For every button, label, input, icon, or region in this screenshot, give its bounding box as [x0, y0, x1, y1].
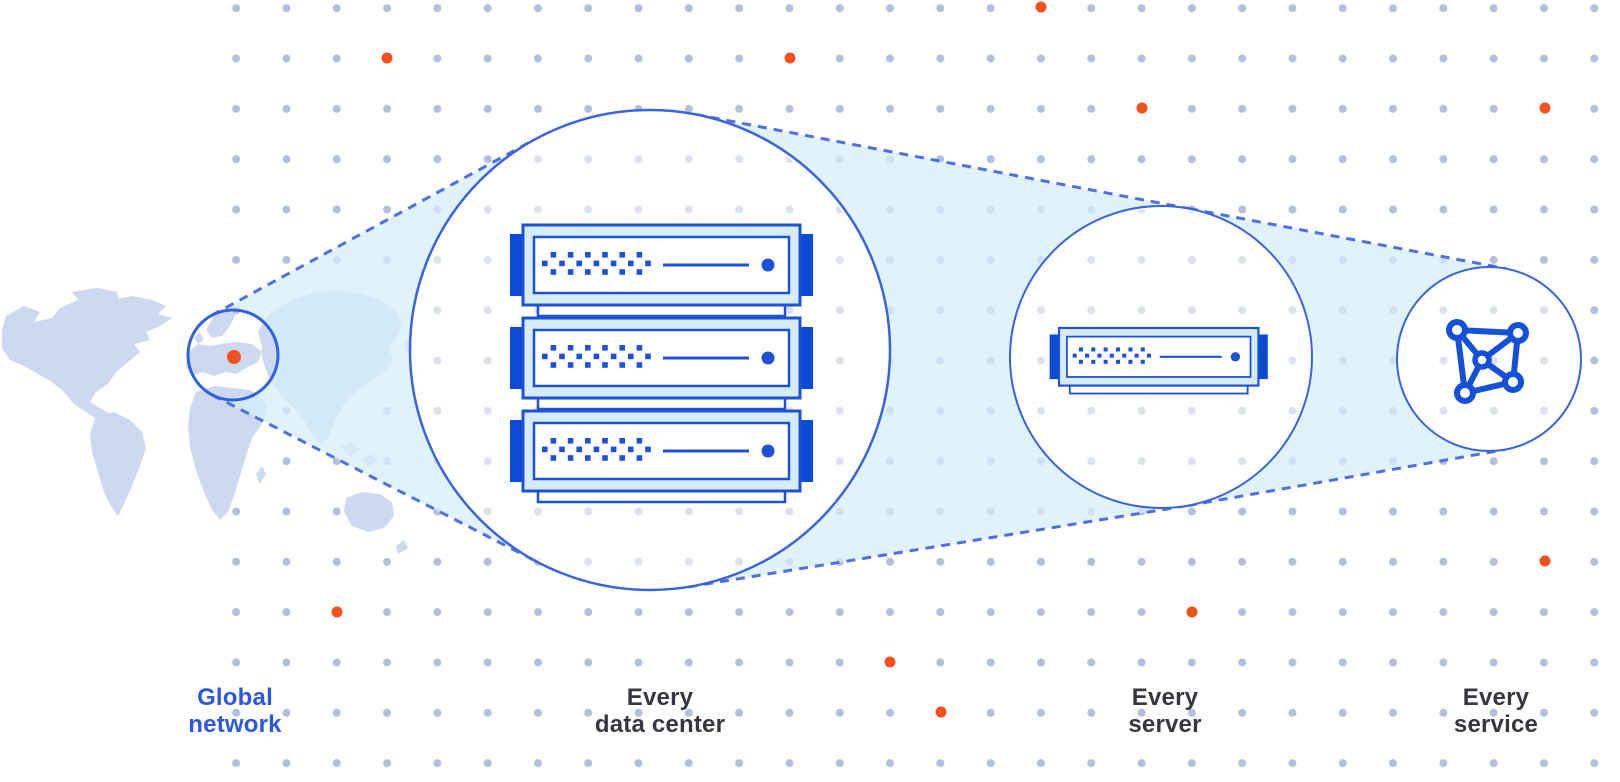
label-every-server: Every server: [1015, 684, 1315, 738]
label-every-service: Every service: [1346, 684, 1620, 738]
label-line: Every: [1462, 684, 1530, 711]
zoom-cone-dashed-edges: [210, 112, 1507, 589]
server-unit-3: [508, 409, 815, 504]
label-line: network: [188, 711, 282, 738]
server-stack-icon: [508, 223, 815, 504]
map-scandinavia: [206, 310, 236, 338]
label-line: server: [1128, 711, 1202, 738]
map-uk: [194, 332, 204, 344]
server-unit-1: [508, 223, 815, 318]
map-north-america: [2, 288, 172, 428]
map-australia: [344, 492, 394, 532]
server-unit-single: [1048, 326, 1269, 395]
map-africa: [188, 386, 268, 520]
network-mesh-icon: [1446, 319, 1529, 404]
label-line: Global: [197, 684, 273, 711]
label-line: service: [1453, 711, 1539, 738]
label-global-network: Global network: [85, 684, 385, 738]
map-south-america: [90, 412, 146, 516]
map-new-zealand: [396, 540, 408, 554]
label-every-data-center: Every data center: [510, 684, 810, 738]
network-mesh-nodes: [1446, 319, 1529, 404]
label-line: data center: [594, 711, 726, 738]
server-unit-2: [508, 316, 815, 411]
label-line: Every: [1131, 684, 1199, 711]
map-location-marker: [227, 350, 241, 364]
label-line: Every: [626, 684, 694, 711]
orange-accent-dots: [331, 1, 1551, 718]
server-icon: [1048, 326, 1269, 395]
map-greenland: [80, 288, 120, 316]
map-europe: [186, 342, 262, 376]
map-madagascar: [256, 466, 266, 484]
map-highlight-circle: [186, 308, 280, 402]
